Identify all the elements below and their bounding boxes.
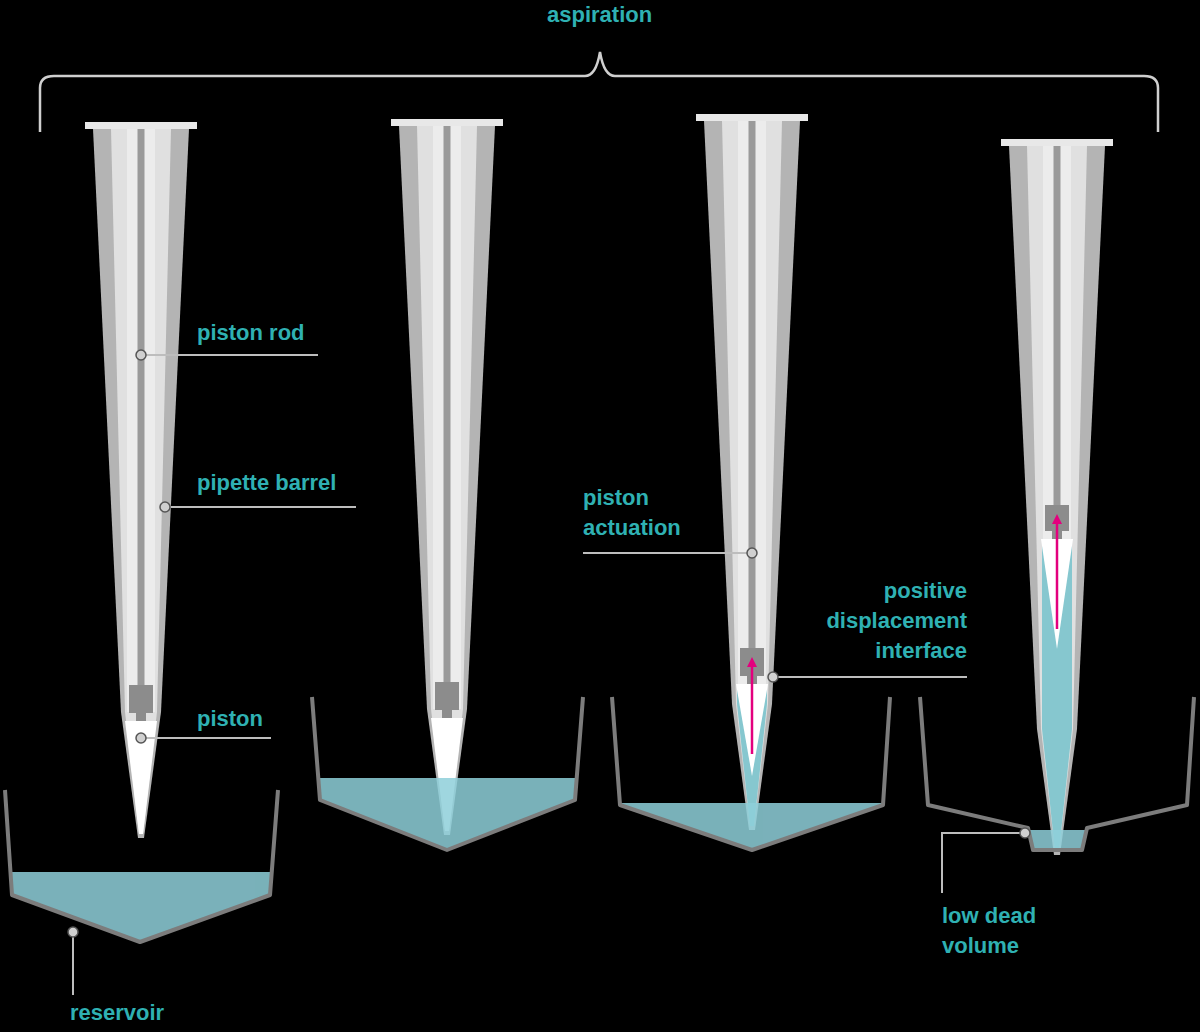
part-label: positive displacement interface: [812, 576, 967, 666]
pipette: [1001, 139, 1113, 855]
pipette: [85, 122, 197, 838]
pipette: [391, 119, 503, 835]
part-label: pipette barrel: [197, 468, 336, 498]
leader-line: [73, 355, 1025, 995]
part-label: reservoir: [70, 998, 164, 1028]
heading-label: aspiration: [547, 0, 652, 30]
pipette: [696, 114, 808, 830]
part-label: piston: [197, 704, 263, 734]
bracket: [40, 52, 1158, 132]
part-label: piston rod: [197, 318, 305, 348]
leader-dot: [68, 350, 1030, 937]
part-label: piston actuation: [583, 483, 713, 543]
liquid: [11, 778, 1087, 942]
part-label: low dead volume: [942, 901, 1057, 961]
